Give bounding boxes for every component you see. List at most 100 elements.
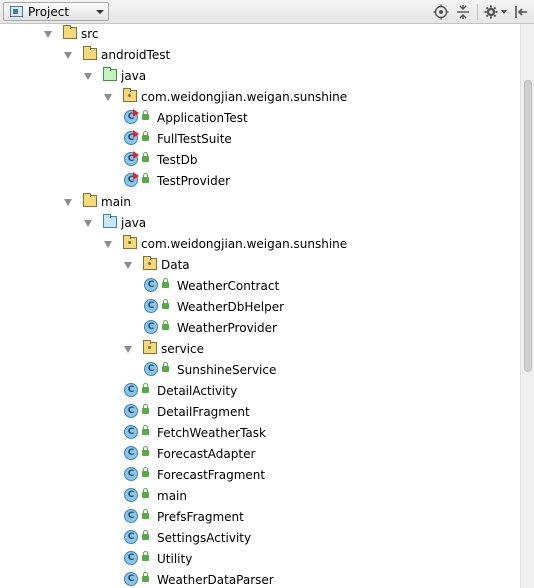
tree-node-utility[interactable]: C Utility	[0, 549, 520, 570]
class-icon: C	[144, 320, 158, 334]
expand-arrow-icon[interactable]	[104, 94, 112, 101]
lock-icon	[162, 299, 169, 309]
lock-icon	[142, 488, 149, 498]
tree-node-label: ForecastAdapter	[157, 447, 256, 461]
folder-icon	[103, 67, 117, 81]
package-icon	[143, 256, 157, 270]
tree-node-com-weidongjian-weigan-sunshine[interactable]: com.weidongjian.weigan.sunshine	[0, 87, 520, 108]
folder-icon	[83, 46, 97, 60]
folder-icon	[63, 25, 77, 39]
tree-node-weatherdbhelper[interactable]: C WeatherDbHelper	[0, 297, 520, 318]
tree-node-data[interactable]: Data	[0, 255, 520, 276]
tree-node-sunshineservice[interactable]: C SunshineService	[0, 360, 520, 381]
expand-arrow-icon[interactable]	[44, 31, 52, 38]
tree-node-label: TestProvider	[157, 174, 231, 188]
tree-node-weatherprovider[interactable]: C WeatherProvider	[0, 318, 520, 339]
tree-node-label: com.weidongjian.weigan.sunshine	[141, 90, 348, 104]
tree-node-main[interactable]: main	[0, 192, 520, 213]
package-icon	[123, 88, 137, 102]
tree-node-label: ApplicationTest	[157, 111, 248, 125]
lock-icon	[162, 278, 169, 288]
project-view-selector[interactable]: Project	[3, 2, 109, 21]
class-icon: C	[124, 425, 138, 439]
class-icon: C	[144, 278, 158, 292]
lock-icon	[142, 551, 149, 561]
collapse-all-icon[interactable]	[455, 4, 471, 20]
tree-node-forecastfragment[interactable]: C ForecastFragment	[0, 465, 520, 486]
tree-node-label: WeatherProvider	[177, 321, 277, 335]
project-toolbar: Project	[0, 0, 534, 24]
tree-node-label: TestDb	[157, 153, 198, 167]
tree-node-label: PrefsFragment	[157, 510, 244, 524]
class-icon: C	[124, 572, 138, 586]
tree-node-androidtest[interactable]: androidTest	[0, 45, 520, 66]
target-icon[interactable]	[433, 4, 449, 20]
lock-icon	[142, 173, 149, 183]
expand-arrow-icon[interactable]	[124, 346, 132, 353]
tree-node-label: java	[121, 216, 147, 230]
tree-node-label: DetailFragment	[157, 405, 250, 419]
run-test-icon	[133, 130, 139, 138]
class-icon: C	[144, 299, 158, 313]
class-icon: C	[124, 530, 138, 544]
tree-node-com-weidongjian-weigan-sunshine[interactable]: com.weidongjian.weigan.sunshine	[0, 234, 520, 255]
folder-icon	[103, 214, 117, 228]
tree-node-service[interactable]: service	[0, 339, 520, 360]
expand-arrow-icon[interactable]	[84, 220, 92, 227]
lock-icon	[142, 131, 149, 141]
project-view-label: Project	[28, 4, 70, 19]
tree-node-label: WeatherContract	[177, 279, 280, 293]
tree-node-settingsactivity[interactable]: C SettingsActivity	[0, 528, 520, 549]
tree-node-label: src	[81, 27, 99, 41]
class-icon: C	[124, 551, 138, 565]
tree-node-label: main	[157, 489, 187, 503]
tree-node-label: Utility	[157, 552, 193, 566]
run-test-icon	[133, 151, 139, 159]
gear-dropdown-icon[interactable]	[501, 10, 507, 14]
chevron-down-icon	[96, 10, 104, 14]
class-icon: C	[124, 404, 138, 418]
tree-node-prefsfragment[interactable]: C PrefsFragment	[0, 507, 520, 528]
lock-icon	[142, 425, 149, 435]
scrollbar-thumb[interactable]	[524, 80, 532, 372]
tree-node-java[interactable]: java	[0, 213, 520, 234]
tree-node-label: SunshineService	[177, 363, 277, 377]
tree-node-forecastadapter[interactable]: C ForecastAdapter	[0, 444, 520, 465]
class-icon: C	[124, 509, 138, 523]
tree-node-label: WeatherDbHelper	[177, 300, 285, 314]
lock-icon	[142, 446, 149, 456]
class-icon: C	[124, 446, 138, 460]
vertical-scrollbar[interactable]	[520, 24, 534, 588]
lock-icon	[142, 110, 149, 120]
lock-icon	[142, 530, 149, 540]
tree-node-src[interactable]: src	[0, 24, 520, 45]
expand-arrow-icon[interactable]	[104, 241, 112, 248]
class-icon: C	[124, 467, 138, 481]
tree-node-label: ForecastFragment	[157, 468, 266, 482]
expand-arrow-icon[interactable]	[64, 199, 72, 206]
tree-node-label: DetailActivity	[157, 384, 238, 398]
tree-node-label: java	[121, 69, 147, 83]
hide-icon[interactable]	[513, 4, 529, 20]
tree-node-detailfragment[interactable]: C DetailFragment	[0, 402, 520, 423]
tree-node-label: com.weidongjian.weigan.sunshine	[141, 237, 348, 251]
tree-node-label: SettingsActivity	[157, 531, 252, 545]
gear-icon[interactable]	[484, 4, 500, 20]
expand-arrow-icon[interactable]	[124, 262, 132, 269]
lock-icon	[162, 362, 169, 372]
expand-arrow-icon[interactable]	[64, 52, 72, 59]
tree-node-weathercontract[interactable]: C WeatherContract	[0, 276, 520, 297]
expand-arrow-icon[interactable]	[84, 73, 92, 80]
lock-icon	[162, 320, 169, 330]
class-icon: C	[144, 362, 158, 376]
tree-node-java[interactable]: java	[0, 66, 520, 87]
run-test-icon	[133, 109, 139, 117]
